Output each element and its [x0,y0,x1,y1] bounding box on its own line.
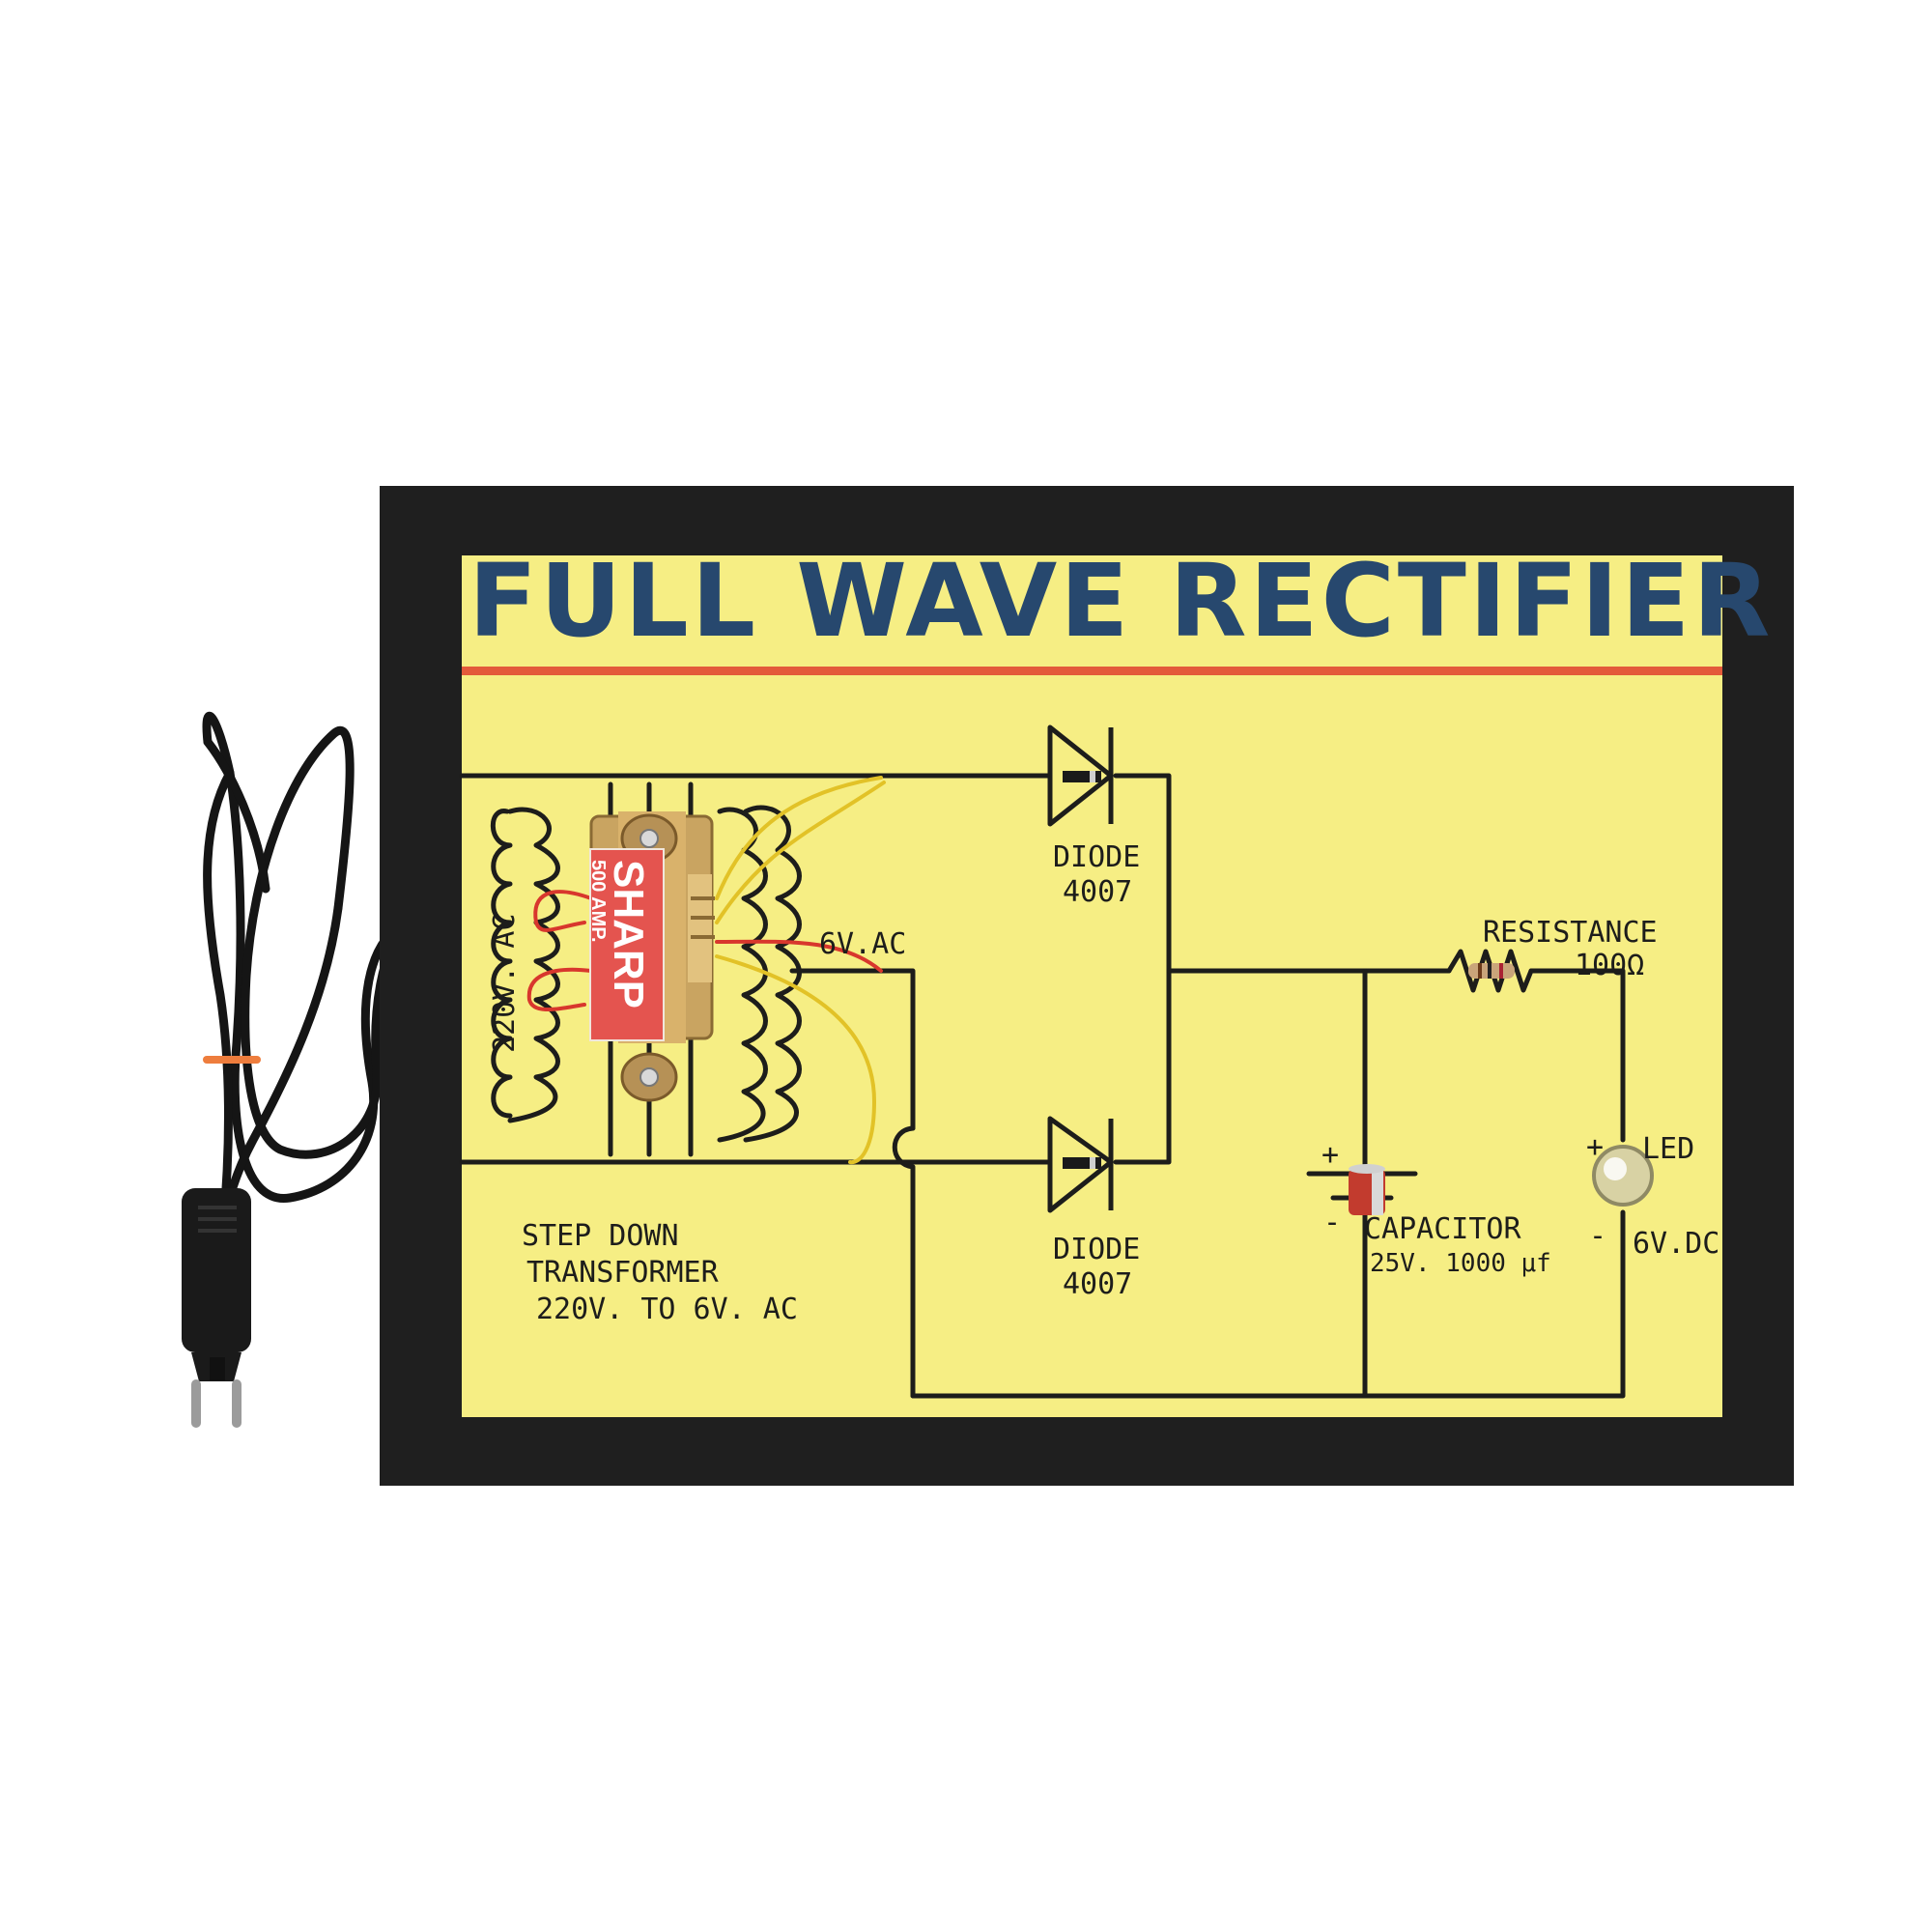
label-diode-top-model: 4007 [1063,875,1133,909]
label-led-name: LED [1642,1132,1695,1166]
cord-band [203,1056,261,1064]
label-led-plus: + [1586,1130,1605,1164]
transformer-brand: SHARP [605,860,652,1009]
label-resistor-value: 100Ω [1575,949,1645,982]
label-diode-bottom-model: 4007 [1063,1267,1133,1301]
transformer-badge [589,848,665,1041]
title-underline [462,667,1722,675]
label-capacitor-value: 25V. 1000 μf [1370,1249,1551,1278]
label-transformer-line3: 220V. TO 6V. AC [536,1293,798,1326]
power-cord [202,711,411,1338]
lead-wires [526,776,886,1165]
led-icon [1592,1145,1654,1207]
transformer-rating: 500 AMP. [587,860,609,943]
label-led-minus: - [1589,1219,1607,1253]
label-diode-top-name: DIODE [1053,840,1141,874]
label-transformer-line2: TRANSFORMER [526,1256,719,1290]
label-capacitor-plus: + [1321,1138,1340,1172]
resistor-icon [1468,963,1515,979]
label-secondary-voltage: 6V.AC [819,927,907,961]
label-diode-bottom-name: DIODE [1053,1233,1141,1266]
diode-icon [1047,1116,1114,1213]
label-led-output: 6V.DC [1633,1227,1720,1261]
diode-icon [1047,724,1114,827]
label-resistor-name: RESISTANCE [1483,916,1658,950]
label-capacitor-minus: - [1323,1206,1342,1239]
power-plug-icon [182,1188,251,1428]
label-capacitor-name: CAPACITOR [1364,1212,1521,1246]
label-input-voltage: 220V. AC [488,913,522,1054]
chart-title: FULL WAVE RECTIFIER [469,542,1774,660]
capacitor-icon [1349,1164,1385,1215]
label-transformer-line1: STEP DOWN [522,1219,679,1253]
